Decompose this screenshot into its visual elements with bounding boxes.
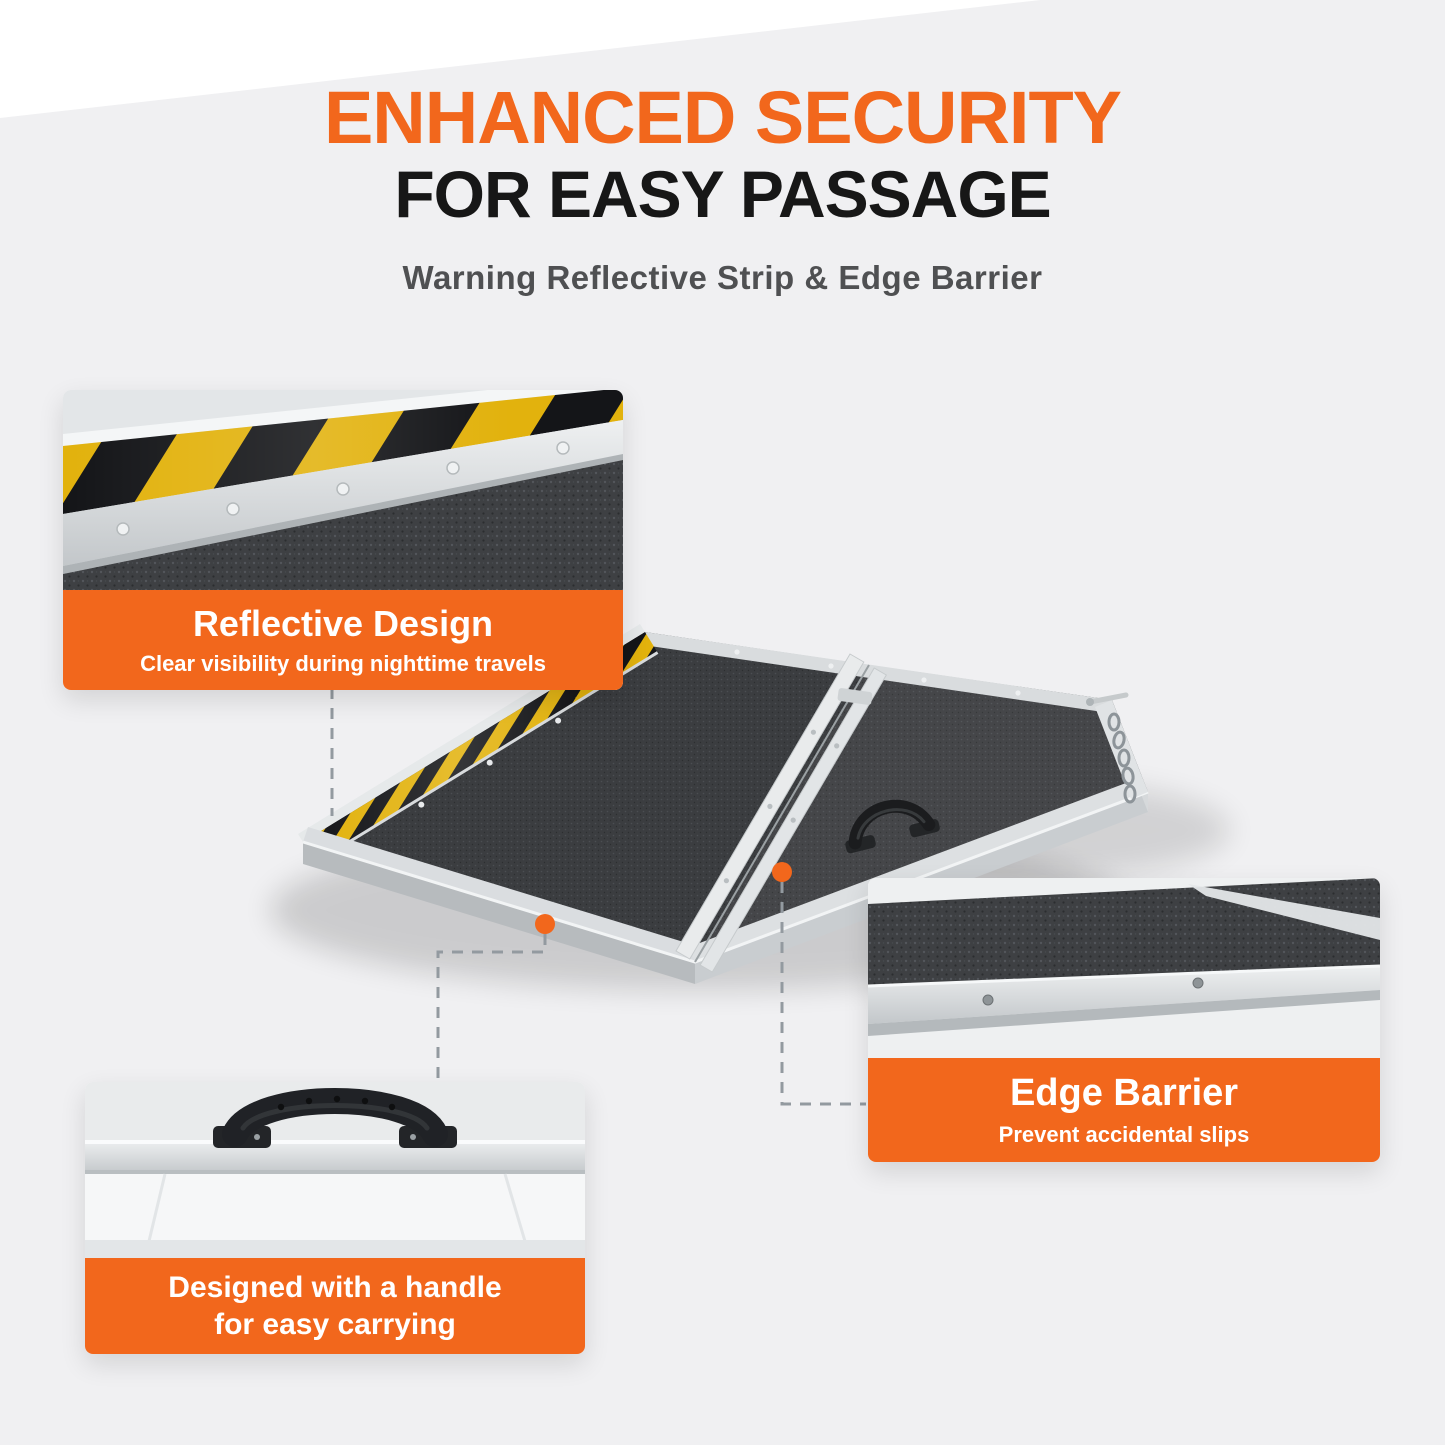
callout-dot-handle xyxy=(535,914,555,934)
page-subtitle: FOR EASY PASSAGE xyxy=(394,157,1051,232)
header: ENHANCED SECURITY FOR EASY PASSAGE Warni… xyxy=(0,80,1445,297)
callout-card-edge-barrier: Edge Barrier Prevent accidental slips xyxy=(868,878,1380,1162)
rail-rivets xyxy=(116,441,570,536)
ramp-near-rail-right xyxy=(689,777,1148,962)
callout-label-reflective: Reflective Design Clear visibility durin… xyxy=(63,590,623,690)
ramp-near-rail-left xyxy=(303,827,700,962)
callout-card-handle: Designed with a handle for easy carrying xyxy=(85,1082,585,1354)
callout-dot-edge xyxy=(772,862,792,882)
ramp-side-left xyxy=(303,842,695,984)
ramp-chain xyxy=(1086,692,1137,804)
photo-edge-barrier-closeup xyxy=(868,878,1380,1058)
handle-shape xyxy=(213,1088,457,1148)
callout-desc: Prevent accidental slips xyxy=(998,1121,1250,1147)
callout-connectors xyxy=(330,688,866,1106)
callout-title: Designed with a handle for easy carrying xyxy=(168,1270,502,1342)
hinge-rivets xyxy=(723,729,840,884)
callout-label-edge-barrier: Edge Barrier Prevent accidental slips xyxy=(868,1058,1380,1162)
callout-title: Reflective Design xyxy=(192,603,494,645)
connector-handle xyxy=(436,934,547,1080)
photo-handle-closeup xyxy=(85,1082,585,1258)
callout-card-reflective: Reflective Design Clear visibility durin… xyxy=(63,390,623,690)
page-title: ENHANCED SECURITY xyxy=(323,76,1122,159)
ramp-hinge xyxy=(675,653,887,973)
handle-grip-dots xyxy=(277,1095,396,1111)
callout-title: Edge Barrier xyxy=(1009,1071,1239,1114)
far-rail-rivets xyxy=(734,649,1021,696)
ramp-handle xyxy=(845,799,940,854)
connector-edge xyxy=(780,882,866,1106)
callout-label-handle: Designed with a handle for easy carrying xyxy=(85,1258,585,1354)
callout-desc: Clear visibility during nighttime travel… xyxy=(140,650,546,676)
page-tagline: Warning Reflective Strip & Edge Barrier xyxy=(402,258,1043,296)
photo-reflective-strip-closeup xyxy=(63,390,623,590)
